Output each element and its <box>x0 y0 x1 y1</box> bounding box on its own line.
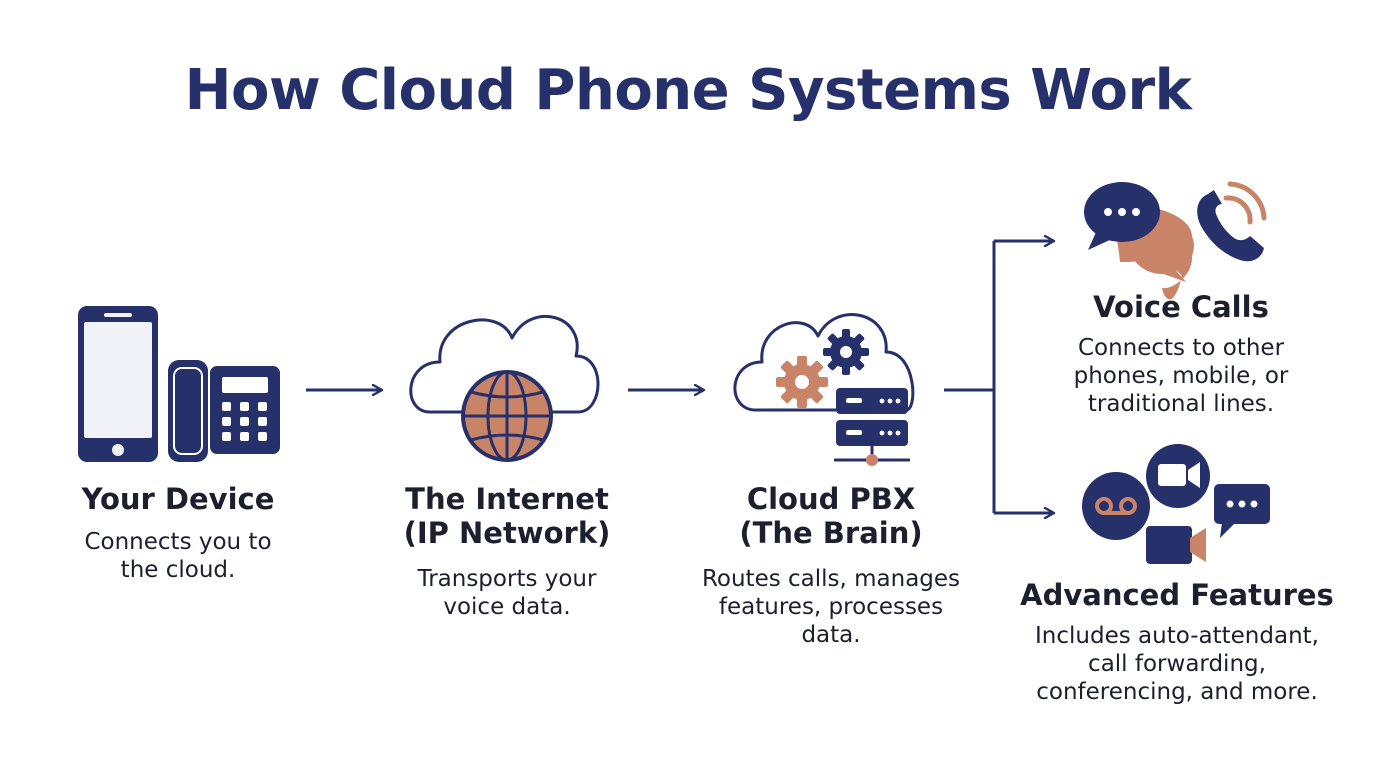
outcome-label-advanced-features: Advanced Features <box>1020 578 1334 612</box>
step-label-your-device: Your Device <box>81 482 275 516</box>
advanced-features-icon <box>1082 444 1270 564</box>
outcome-desc-voice-calls: Connects to other phones, mobile, or tra… <box>1073 335 1289 418</box>
step-label-internet: The Internet (IP Network) <box>403 482 611 551</box>
page-title: How Cloud Phone Systems Work <box>184 58 1192 123</box>
step-label-cloud-pbx: Cloud PBX (The Brain) <box>739 482 923 551</box>
voice-calls-icon <box>1084 181 1267 300</box>
branch-arrows <box>944 241 1054 513</box>
outcome-desc-advanced-features: Includes auto-attendant, call forwarding… <box>1035 623 1319 706</box>
cloud-globe-icon <box>409 314 600 462</box>
cloud-server-icon <box>733 313 915 466</box>
step-desc-cloud-pbx: Routes calls, manages features, processe… <box>701 566 961 649</box>
outcome-label-voice-calls: Voice Calls <box>1093 290 1269 324</box>
step-desc-your-device: Connects you to the cloud. <box>84 529 272 584</box>
phone-device-icon <box>78 306 280 462</box>
step-desc-internet: Transports your voice data. <box>417 566 597 621</box>
